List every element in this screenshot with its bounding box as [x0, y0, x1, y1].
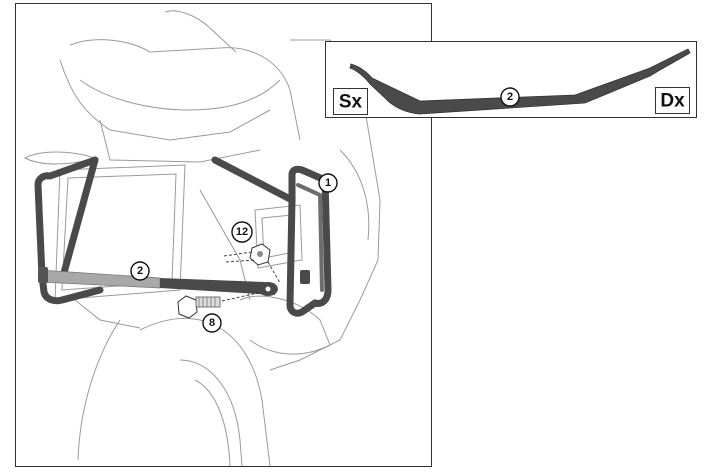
crossbar-part-2-detail — [349, 48, 691, 115]
left-side-label: Sx — [333, 88, 368, 115]
side-frame-part-1 — [34, 156, 332, 317]
svg-text:2: 2 — [137, 265, 143, 277]
right-side-label: Dx — [655, 87, 690, 114]
svg-text:Dx: Dx — [660, 91, 685, 112]
flange-nut-part-12 — [223, 243, 281, 284]
svg-text:Sx: Sx — [339, 92, 363, 113]
callout-2-inset: 2 — [500, 87, 520, 107]
svg-text:12: 12 — [236, 226, 248, 238]
callout-12: 12 — [231, 221, 253, 243]
svg-text:2: 2 — [507, 91, 513, 103]
frame-bracket — [300, 270, 310, 284]
crossbar-part-2 — [38, 267, 278, 296]
screw-part-8 — [177, 291, 263, 319]
callout-8: 8 — [202, 313, 222, 333]
callout-1: 1 — [318, 173, 338, 193]
callout-2: 2 — [130, 261, 150, 281]
svg-text:1: 1 — [325, 177, 331, 189]
inset-detail-view: Sx Dx 2 — [325, 41, 697, 118]
motorcycle-outline — [23, 10, 381, 467]
svg-text:8: 8 — [209, 317, 215, 329]
